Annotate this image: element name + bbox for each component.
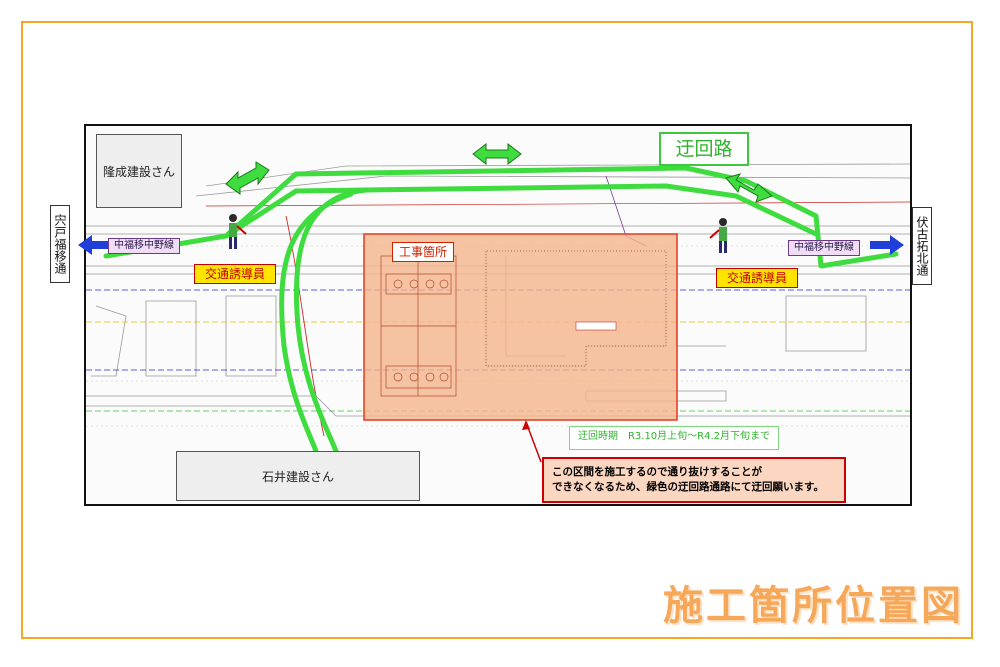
detour-direction-arrows — [225, 142, 773, 203]
notice-line-1: この区間を施工するので通り抜けすることが — [552, 466, 762, 478]
direction-label-right: 伏古拓北通 — [912, 207, 932, 285]
company-label-bottom: 石井建設さん — [176, 451, 420, 501]
company-label-top-left: 隆成建設さん — [96, 134, 182, 208]
detour-label: 迂回路 — [659, 132, 749, 166]
flagger-left-icon — [229, 214, 247, 249]
flagger-right-icon — [709, 218, 727, 253]
map-drawing — [86, 142, 910, 463]
traffic-guide-label-right: 交通誘導員 — [716, 268, 798, 288]
construction-site-area — [363, 233, 678, 421]
double-arrow-icon — [472, 142, 522, 166]
route-label-left: 中福移中野線 — [108, 238, 180, 254]
route-label-right: 中福移中野線 — [788, 240, 860, 256]
notice-callout: この区間を施工するので通り抜けすることが できなくなるため、緑色の迂回路通路にて… — [542, 457, 846, 503]
double-arrow-icon — [725, 173, 773, 203]
traffic-guide-label-left: 交通誘導員 — [194, 264, 276, 284]
construction-site-label: 工事箇所 — [392, 242, 454, 262]
site-map: 隆成建設さん 石井建設さん 迂回路 工事箇所 中福移中野線 中福移中野線 交通誘… — [84, 124, 912, 506]
direction-label-left: 宍戸福移通 — [50, 205, 70, 283]
page-title: 施工箇所位置図 — [663, 583, 964, 629]
page-frame — [21, 21, 973, 639]
detour-period: 迂回時期 R3.10月上旬〜R4.2月下旬まで — [569, 426, 779, 450]
double-arrow-icon — [225, 161, 270, 195]
notice-line-2: できなくなるため、緑色の迂回路通路にて迂回願います。 — [552, 481, 824, 493]
